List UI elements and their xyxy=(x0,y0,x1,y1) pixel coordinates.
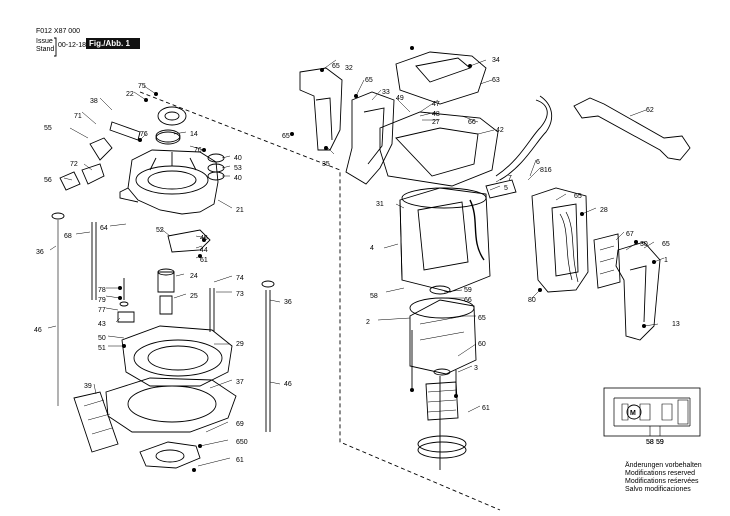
part-callout: 59 xyxy=(464,287,472,294)
part-callout: 40 xyxy=(234,175,242,182)
part-callout: 65 xyxy=(478,315,486,322)
part-callout: 22 xyxy=(126,91,134,98)
part-callout: 24 xyxy=(190,273,198,280)
motor-symbol: M xyxy=(630,410,636,417)
part-callout: 650 xyxy=(236,439,248,446)
schematic-label-58: 58 xyxy=(646,439,654,446)
part-callout: 76 xyxy=(140,131,148,138)
part-callout: 78 xyxy=(98,287,106,294)
stand-label: Stand xyxy=(36,46,55,53)
part-callout: 44 xyxy=(200,247,208,254)
part-callout: 47 xyxy=(432,101,440,108)
part-callout: 3 xyxy=(474,365,478,372)
note-es: Salvo modificaciones xyxy=(625,486,691,493)
part-callout: 72 xyxy=(70,161,78,168)
part-callout: 6 xyxy=(536,159,540,166)
part-callout: 61 xyxy=(200,257,208,264)
part-callout: 58 xyxy=(370,293,378,300)
part-callout: 66 xyxy=(464,297,472,304)
part-callout: 48 xyxy=(432,111,440,118)
part-callout: 69 xyxy=(236,421,244,428)
part-callout: 36 xyxy=(284,299,292,306)
part-callout: 67 xyxy=(626,231,634,238)
part-callout: 74 xyxy=(236,275,244,282)
part-callout: 29 xyxy=(236,341,244,348)
part-callout: 38 xyxy=(90,98,98,105)
part-callout: 32 xyxy=(345,65,353,72)
part-callout: 64 xyxy=(100,225,108,232)
part-callout: 65 xyxy=(662,241,670,248)
part-callout: 21 xyxy=(236,207,244,214)
part-callout: 68 xyxy=(64,233,72,240)
part-callout: 59 xyxy=(656,439,664,446)
part-callout: 4 xyxy=(370,245,374,252)
part-callout: 65 xyxy=(282,133,290,140)
part-callout: 53 xyxy=(234,165,242,172)
part-callout: 25 xyxy=(190,293,198,300)
part-callout: 43 xyxy=(98,321,106,328)
part-callout: 36 xyxy=(36,249,44,256)
part-callout: 65 xyxy=(365,77,373,84)
part-callout: 51 xyxy=(98,345,106,352)
part-callout: 40 xyxy=(234,155,242,162)
part-callout: 2 xyxy=(366,319,370,326)
part-callout: 14 xyxy=(190,131,198,138)
part-callout: 55 xyxy=(44,125,52,132)
part-callout: 56 xyxy=(44,177,52,184)
part-callout: 62 xyxy=(646,107,654,114)
part-callout: 45 xyxy=(200,235,208,242)
part-callout: 37 xyxy=(236,379,244,386)
issue-label: Issue xyxy=(36,38,53,45)
part-callout: 35 xyxy=(322,161,330,168)
part-callout: 30 xyxy=(640,241,648,248)
part-callout: 13 xyxy=(672,321,680,328)
part-callout: 73 xyxy=(236,291,244,298)
drawing-number: F012 X87 000 xyxy=(36,28,80,35)
part-callout: 49 xyxy=(396,95,404,102)
issue-date: 00-12-18 xyxy=(58,42,87,49)
part-callout: 58 xyxy=(646,439,654,446)
part-callout: 31 xyxy=(376,201,384,208)
note-fr: Modifications reśervées xyxy=(625,478,699,485)
part-callout: 7 xyxy=(508,175,512,182)
part-callout: 42 xyxy=(496,127,504,134)
part-callout: 63 xyxy=(492,77,500,84)
part-callout: 50 xyxy=(98,335,106,342)
part-callout: 39 xyxy=(84,383,92,390)
part-callout: 77 xyxy=(98,307,106,314)
note-de: Änderungen vorbehalten xyxy=(625,462,702,469)
part-callout: 27 xyxy=(432,119,440,126)
part-callout: 75 xyxy=(138,83,146,90)
part-callout: 46 xyxy=(284,381,292,388)
part-callout: 5 xyxy=(504,185,508,192)
part-callout: 65 xyxy=(574,193,582,200)
part-callout: 61 xyxy=(236,457,244,464)
part-callout: 46 xyxy=(34,327,42,334)
part-callout: 80 xyxy=(528,297,536,304)
part-callout: 66 xyxy=(468,119,476,126)
modification-notes: Änderungen vorbehalten Modifications res… xyxy=(625,462,702,494)
part-callout: 52 xyxy=(156,227,164,234)
part-callout: 1 xyxy=(664,257,668,264)
schematic-label-59: 59 xyxy=(656,439,664,446)
figure-title: Fig./Abb. 1 xyxy=(86,38,140,49)
part-callout: 28 xyxy=(600,207,608,214)
part-callout: 61 xyxy=(482,405,490,412)
part-callout: 816 xyxy=(540,167,552,174)
part-callout: 76 xyxy=(194,147,202,154)
note-en: Modifications reserved xyxy=(625,470,696,477)
part-callout: 33 xyxy=(382,89,390,96)
part-callout: 34 xyxy=(492,57,500,64)
part-callout: 71 xyxy=(74,113,82,120)
part-callout: 65 xyxy=(332,63,340,70)
part-callout: 60 xyxy=(478,341,486,348)
part-callout: 79 xyxy=(98,297,106,304)
